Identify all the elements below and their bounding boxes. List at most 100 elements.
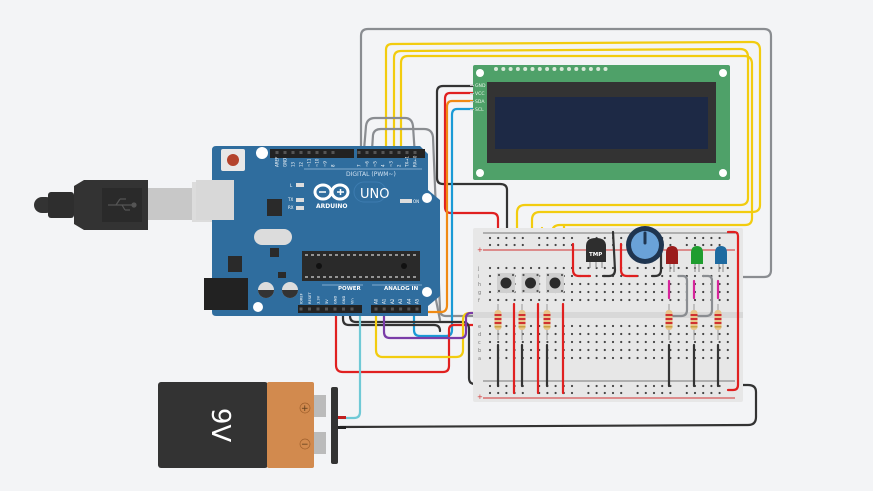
wire-grey-led[interactable] (695, 274, 714, 318)
digital-pin-label: ~11 (307, 158, 312, 167)
wire-red-tmp[interactable] (571, 242, 592, 278)
power-header[interactable] (298, 305, 362, 313)
wire-blue-lcd-scl[interactable] (412, 107, 476, 338)
wire-grey-outer[interactable] (359, 27, 773, 279)
digital-pin[interactable] (365, 151, 369, 154)
digital-pin-label: RX←0 (413, 155, 418, 167)
wire-black-lcd-gnd[interactable] (435, 84, 509, 234)
push-button[interactable] (521, 273, 540, 293)
potentiometer[interactable] (626, 226, 664, 264)
push-button[interactable] (497, 273, 515, 293)
battery-plus-label: + (301, 404, 309, 414)
wire-black-gnd-1[interactable] (341, 304, 442, 333)
led-label-tx: TX (287, 197, 293, 202)
wire-black-pot[interactable] (650, 248, 663, 278)
arduino-model: UNO (360, 187, 389, 202)
digital-pin[interactable] (381, 151, 385, 154)
digital-pin[interactable] (315, 151, 319, 154)
row-label: i (478, 274, 479, 280)
digital-pin[interactable] (275, 151, 279, 154)
lcd-pin (508, 67, 513, 71)
power-header-label: POWER (338, 286, 362, 292)
power-pin[interactable] (308, 307, 311, 311)
wire-grey-led[interactable] (670, 274, 689, 318)
resistor[interactable] (690, 304, 698, 340)
digital-pin[interactable] (323, 151, 327, 154)
blue-led[interactable] (715, 246, 727, 272)
power-pin-label: RESET (308, 292, 312, 304)
digital-pin[interactable] (299, 151, 303, 154)
power-pin[interactable] (342, 307, 345, 311)
digital-pin[interactable] (291, 151, 295, 154)
power-pin-label: GND (342, 296, 346, 304)
digital-pin-label: TX→1 (405, 155, 410, 168)
digital-header-left[interactable] (270, 149, 354, 158)
digital-pin[interactable] (413, 151, 417, 154)
analog-pin[interactable] (374, 307, 378, 311)
wire-yellow-3[interactable] (399, 54, 754, 264)
power-pin[interactable] (325, 307, 328, 311)
lcd-pin (537, 67, 542, 71)
digital-pin-label: 12 (299, 161, 304, 167)
digital-pin[interactable] (307, 151, 311, 154)
lcd-pin-label: VCC (475, 91, 485, 97)
power-pin[interactable] (333, 307, 337, 311)
battery-minus-label: − (301, 440, 309, 450)
analog-pin-label: A3 (398, 298, 403, 304)
row-label: b (478, 348, 481, 354)
power-jack (204, 278, 248, 310)
lcd-pin (588, 67, 593, 71)
temperature-sensor[interactable]: TMP (586, 238, 606, 268)
resistor[interactable] (543, 304, 551, 340)
wire-red-rail-link[interactable] (726, 230, 740, 392)
analog-header[interactable] (371, 305, 421, 313)
analog-pin[interactable] (399, 307, 403, 311)
red-led[interactable] (666, 246, 678, 272)
wire-grey-d6[interactable] (370, 127, 482, 318)
wire-yellow-2[interactable] (392, 47, 750, 264)
wire-red-pot[interactable] (619, 242, 639, 278)
digital-pin[interactable] (405, 151, 409, 154)
resistor[interactable] (494, 304, 502, 340)
digital-pin[interactable] (397, 151, 401, 154)
digital-pin[interactable] (373, 151, 377, 154)
wire-red-5v[interactable] (334, 304, 500, 374)
digital-pin-label: ~10 (315, 158, 320, 167)
digital-pin[interactable] (357, 151, 361, 154)
power-pin[interactable] (316, 307, 320, 311)
lcd-pin (567, 67, 571, 71)
analog-pin[interactable] (407, 307, 411, 311)
digital-pin[interactable] (389, 151, 393, 154)
power-pin[interactable] (350, 307, 354, 311)
resistor[interactable] (714, 304, 722, 340)
lcd-pin (494, 67, 498, 71)
power-pin[interactable] (299, 307, 303, 311)
wire-black-gnd-2[interactable] (348, 304, 489, 386)
on-label: ON (413, 199, 419, 204)
analog-pin[interactable] (390, 307, 394, 311)
row-label: e (478, 324, 481, 330)
lcd-screen (495, 97, 708, 149)
led-label-rx: RX (288, 205, 294, 210)
digital-pin[interactable] (283, 151, 287, 154)
lcd-pin-label: SDA (475, 99, 485, 105)
analog-pin[interactable] (415, 307, 419, 311)
wire-black-battery[interactable] (338, 383, 758, 429)
digital-header-label: DIGITAL (PWM~) (346, 171, 396, 178)
green-led[interactable] (691, 246, 703, 272)
power-pin-label: 3.3V (317, 295, 321, 304)
wire-yellow-1[interactable] (384, 40, 762, 264)
rail-plus-top: + (477, 246, 483, 254)
wire-cyan-vin[interactable] (338, 304, 362, 420)
push-button[interactable] (546, 273, 564, 293)
wire-black-tmp[interactable] (601, 230, 617, 278)
resistor[interactable] (665, 304, 673, 340)
resistor[interactable] (518, 304, 526, 340)
battery-9v[interactable]: + − 9V (158, 382, 346, 468)
battery-voltage-label: 9V (205, 408, 235, 443)
digital-pin[interactable] (331, 151, 335, 154)
analog-pin[interactable] (382, 307, 386, 311)
